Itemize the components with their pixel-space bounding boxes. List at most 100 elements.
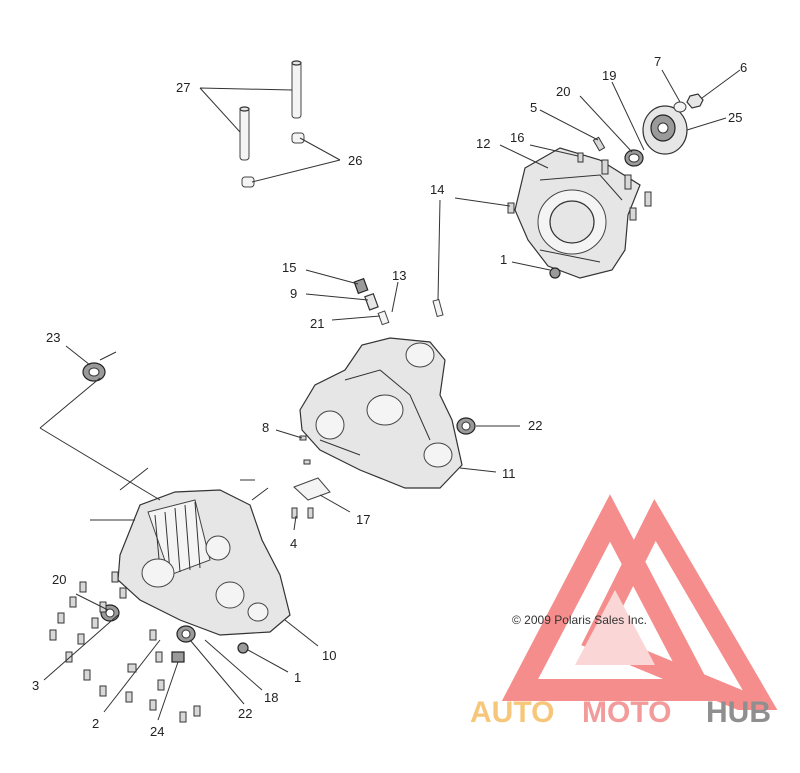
clutch-center xyxy=(657,122,669,134)
callout-22-lower: 22 xyxy=(238,706,252,721)
leader-15 xyxy=(305,269,359,285)
leader-5 xyxy=(539,109,599,141)
outer-cover-bore-inner xyxy=(549,200,595,244)
dowel-pin-short xyxy=(239,107,250,161)
inner-case-bore-mid xyxy=(205,535,231,561)
callout-1-upper: 1 xyxy=(500,252,507,267)
copyright-notice: © 2009 Polaris Sales Inc. xyxy=(512,613,647,627)
leader-2 xyxy=(103,639,161,713)
pin-14 xyxy=(432,298,444,318)
callout-labels: 27 26 5 20 19 7 6 25 12 16 14 1 15 13 9 … xyxy=(32,54,747,739)
leader-axis-right xyxy=(240,479,269,501)
center-case-boss-top xyxy=(405,342,435,368)
leader-10 xyxy=(284,619,319,647)
watermark-triangle-fill xyxy=(575,590,655,665)
leader-14-upper xyxy=(454,197,511,207)
callout-27: 27 xyxy=(176,80,190,95)
center-case-11 xyxy=(299,337,463,489)
dowel-pin-long-end xyxy=(291,60,302,66)
leader-23-axis xyxy=(39,377,161,501)
callout-2: 2 xyxy=(92,716,99,731)
callout-16: 16 xyxy=(510,130,524,145)
center-case-boss-right xyxy=(423,442,453,468)
watermark-hub: HUB xyxy=(706,696,771,729)
leader-17 xyxy=(319,494,351,513)
leader-25 xyxy=(686,117,727,131)
washer-nut-6-7 xyxy=(673,93,704,113)
bushing-upper xyxy=(291,132,305,144)
center-case-bore xyxy=(366,394,404,426)
seal-22-right xyxy=(456,417,476,435)
callout-6: 6 xyxy=(740,60,747,75)
leader-20a xyxy=(579,95,633,153)
leader-19 xyxy=(611,81,645,151)
seal-19 xyxy=(624,149,644,167)
watermark-wordmark: AUTO MOTO HUB xyxy=(470,696,771,729)
leader-16 xyxy=(529,144,579,157)
dowel-pin-long xyxy=(291,61,302,119)
watermark-auto: AUTO xyxy=(470,696,554,729)
leader-20b xyxy=(75,593,109,611)
leader-axis-left xyxy=(90,467,149,521)
callout-14: 14 xyxy=(430,182,444,197)
plug-1-lower xyxy=(237,642,249,654)
inner-case-ribs xyxy=(147,499,211,576)
inner-case-bore-right xyxy=(247,602,269,622)
leader-9 xyxy=(305,293,369,301)
callout-22-right: 22 xyxy=(528,418,542,433)
clutch-assembly-25 xyxy=(642,105,688,155)
leader-13 xyxy=(391,281,399,313)
inner-case-bore-lower xyxy=(215,581,245,609)
bushings-26 xyxy=(241,132,305,188)
leader-18 xyxy=(204,639,263,691)
callout-9: 9 xyxy=(290,286,297,301)
leader-7 xyxy=(661,69,681,103)
plunger-21 xyxy=(377,310,390,326)
callout-25: 25 xyxy=(728,110,742,125)
callout-5: 5 xyxy=(530,100,537,115)
outer-cover-12 xyxy=(514,147,641,279)
leader-1b xyxy=(247,649,289,673)
leader-lines xyxy=(39,69,741,721)
seal-23 xyxy=(82,362,106,382)
callout-7: 7 xyxy=(654,54,661,69)
watermark-triangle-outer xyxy=(501,494,719,701)
small-bolts-center xyxy=(291,435,314,519)
callout-11: 11 xyxy=(502,466,516,481)
callout-4: 4 xyxy=(290,536,297,551)
leader-27 xyxy=(199,87,293,133)
sensor-15 xyxy=(353,277,369,295)
callout-19: 19 xyxy=(602,68,616,83)
watermark-moto: MOTO xyxy=(582,696,671,729)
watermark-logo xyxy=(501,494,778,710)
inner-case-bore-left xyxy=(141,558,175,588)
leader-1a xyxy=(511,261,551,271)
washer-7 xyxy=(673,101,687,113)
leader-6 xyxy=(701,69,741,99)
leader-22b xyxy=(189,639,245,705)
callout-15: 15 xyxy=(282,260,296,275)
center-case-boss-left xyxy=(315,410,345,440)
callout-1-lower: 1 xyxy=(294,670,301,685)
sensor-24 xyxy=(171,651,185,663)
spring-9 xyxy=(364,292,379,311)
leader-3 xyxy=(43,614,119,681)
leader-11 xyxy=(459,467,497,473)
leader-23 xyxy=(65,345,117,366)
callout-8: 8 xyxy=(262,420,269,435)
leader-14 xyxy=(437,199,441,301)
leader-8 xyxy=(275,429,303,439)
callout-20-upper: 20 xyxy=(556,84,570,99)
callout-17: 17 xyxy=(356,512,370,527)
callout-24: 24 xyxy=(150,724,164,739)
cover-bolts-upper xyxy=(507,136,652,279)
callout-20-lower: 20 xyxy=(52,572,66,587)
plate-17 xyxy=(293,477,331,501)
inner-case-10 xyxy=(117,489,291,636)
nut-6 xyxy=(686,93,704,109)
callout-13: 13 xyxy=(392,268,406,283)
callout-26: 26 xyxy=(348,153,362,168)
callout-10: 10 xyxy=(322,648,336,663)
leader-26 xyxy=(251,137,341,183)
